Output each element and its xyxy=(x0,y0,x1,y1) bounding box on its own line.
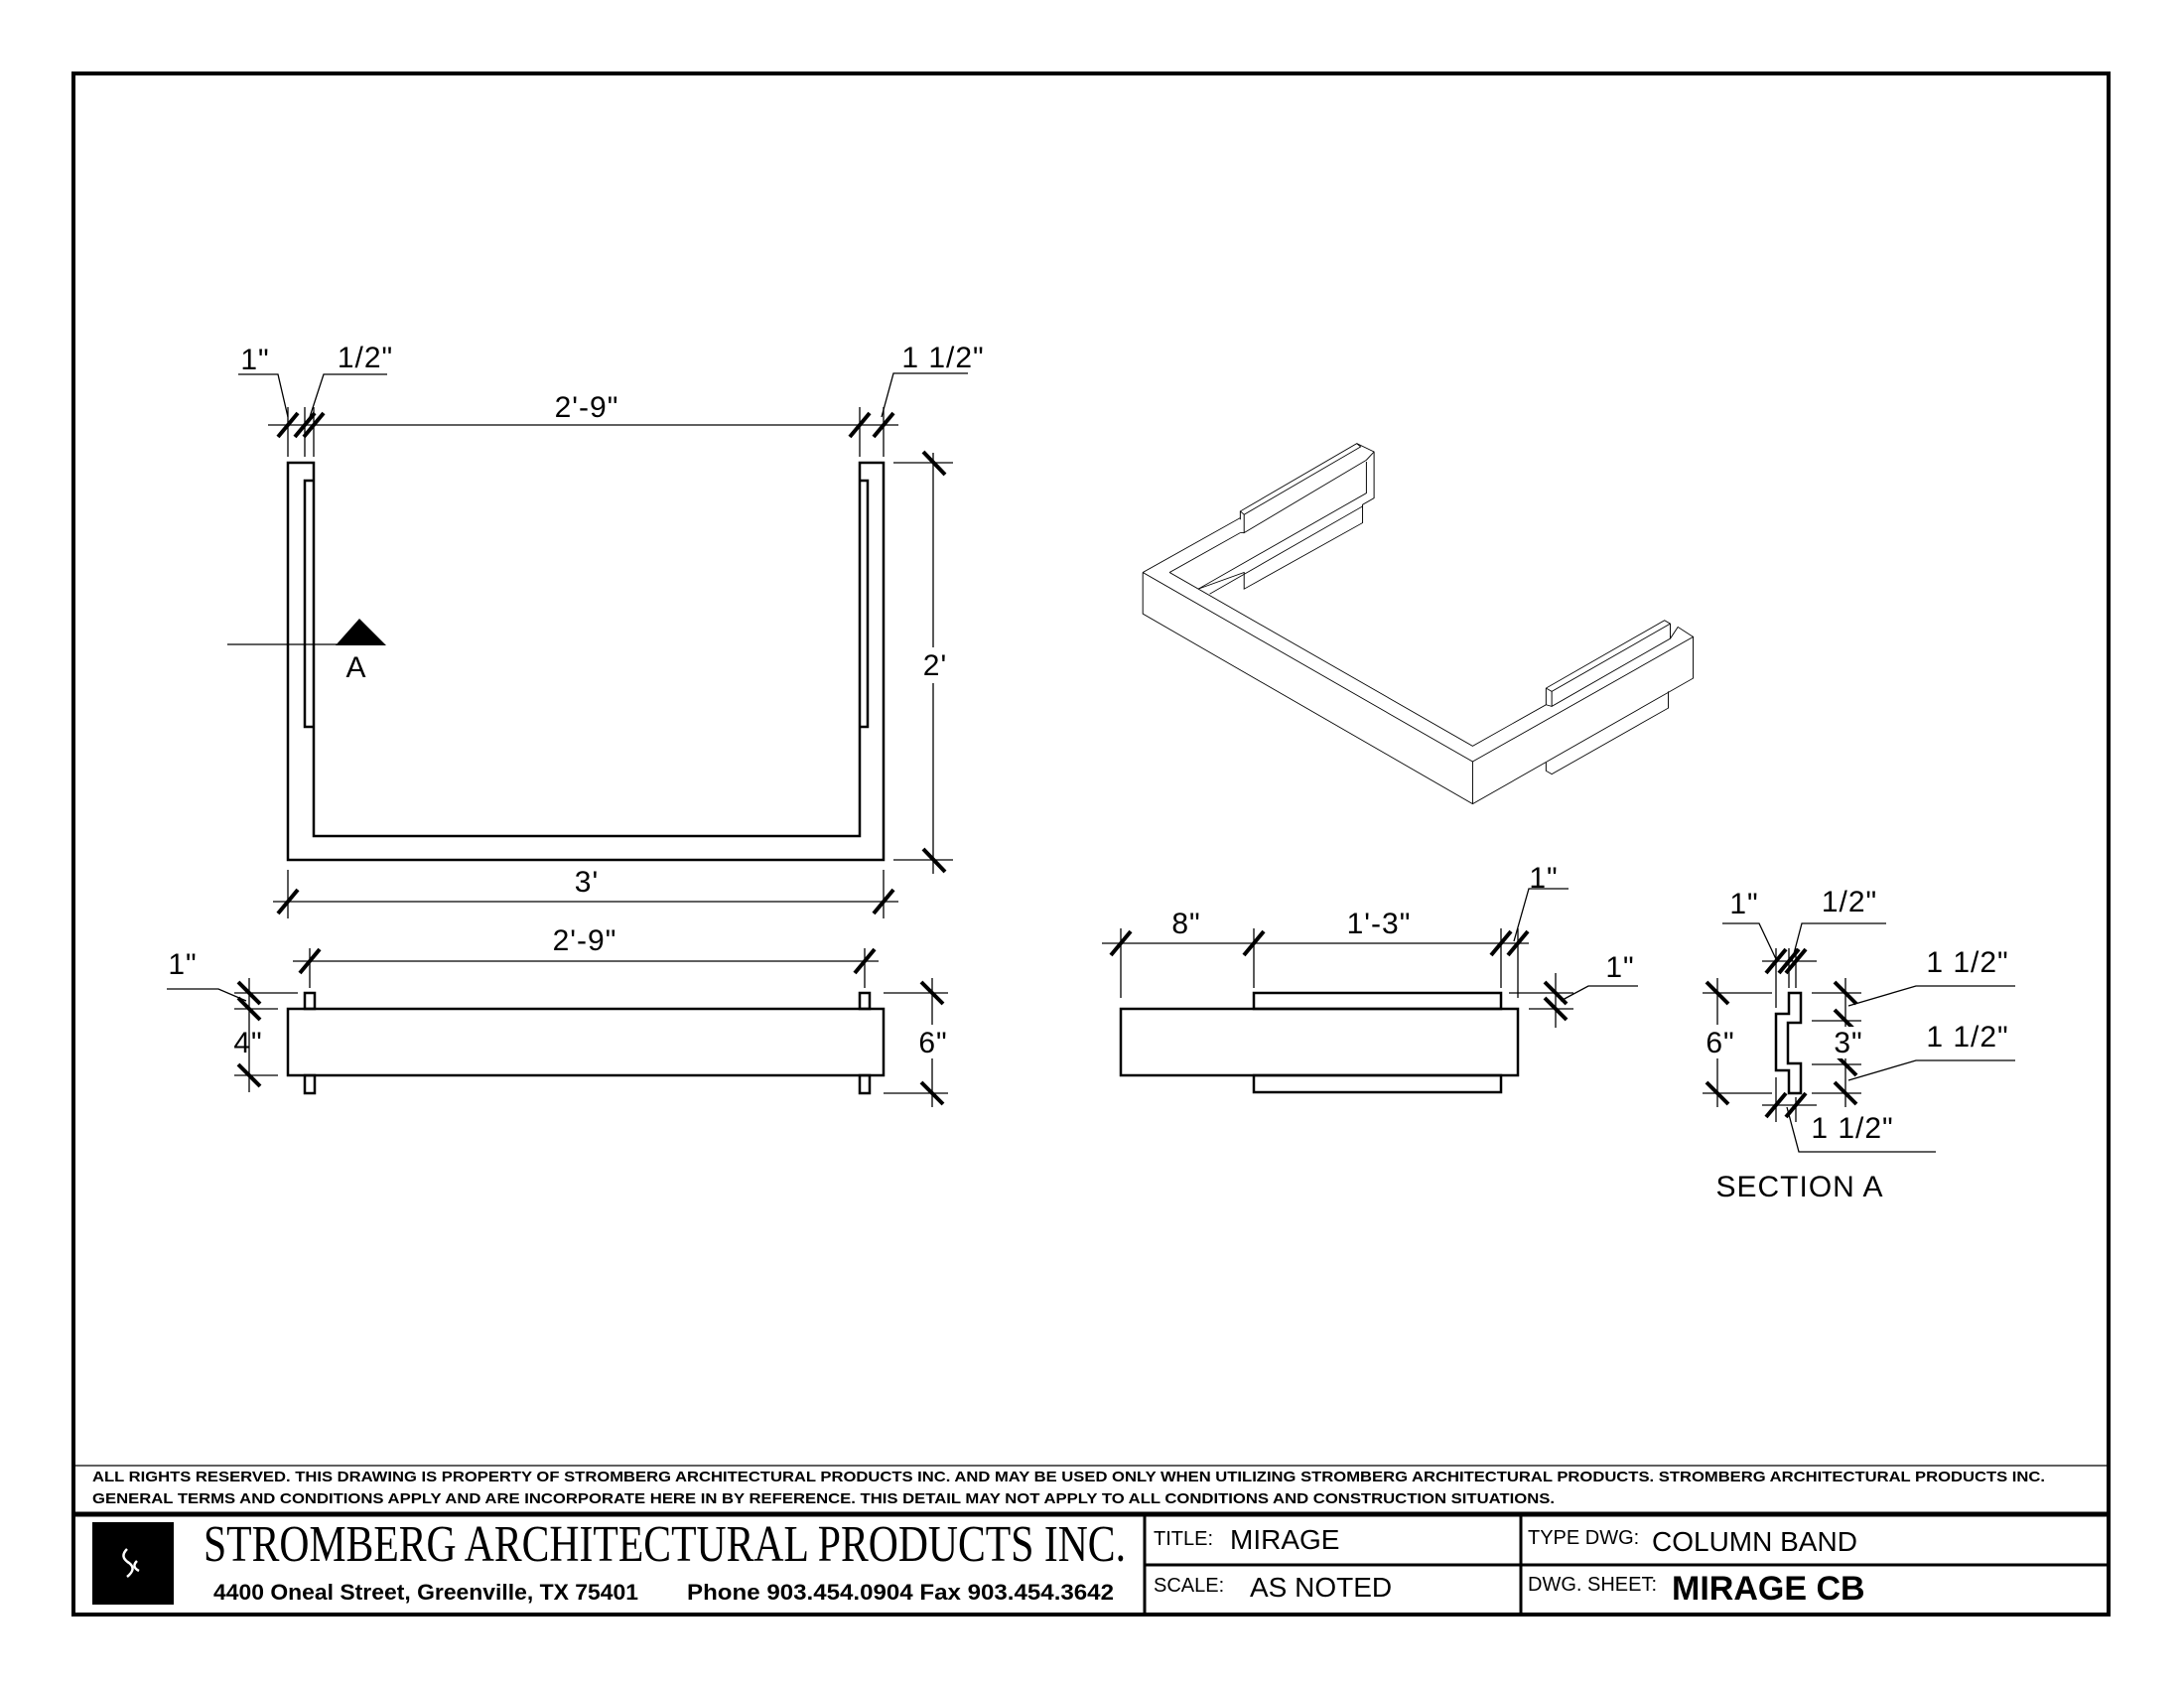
section-marker-triangle-icon xyxy=(336,619,386,645)
company-logo-icon xyxy=(92,1522,174,1605)
dim-label: 8" xyxy=(1171,908,1200,940)
company-name: STROMBERG ARCHITECTURAL PRODUCTS INC. xyxy=(204,1516,1126,1573)
section-marker-label: A xyxy=(345,651,366,684)
dim-label: 1" xyxy=(1605,951,1634,984)
dim-label: 1/2" xyxy=(338,342,393,374)
dim-label: 1" xyxy=(168,948,197,981)
dim-label: 6" xyxy=(918,1027,947,1059)
dim-label: 2'-9" xyxy=(555,391,619,424)
dim-label: 3' xyxy=(575,866,599,899)
dim-label: 1 1/2" xyxy=(901,342,984,374)
dim-label: 1" xyxy=(1729,888,1758,920)
notes-line-2: GENERAL TERMS AND CONDITIONS APPLY AND A… xyxy=(92,1490,1555,1507)
dwg-sheet-label: DWG. SHEET: xyxy=(1528,1574,1657,1596)
scale-value: AS NOTED xyxy=(1250,1572,1392,1603)
dim-label: 1 1/2" xyxy=(1926,946,2008,979)
dim-label: 1" xyxy=(240,344,269,376)
dwg-sheet-value: MIRAGE CB xyxy=(1672,1570,1865,1608)
dim-label: 3" xyxy=(1834,1027,1862,1059)
title-value: MIRAGE xyxy=(1230,1524,1339,1555)
dim-label: 2' xyxy=(923,649,947,682)
dim-label: 2'-9" xyxy=(553,924,617,957)
type-dwg-value: COLUMN BAND xyxy=(1652,1526,1857,1557)
plan-view: 1" 1/2" 1 1/2" 2'-9" 2' 3' A xyxy=(227,342,984,918)
company-phone-fax: Phone 903.454.0904 Fax 903.454.3642 xyxy=(687,1580,1114,1605)
notes-line-1: ALL RIGHTS RESERVED. THIS DRAWING IS PRO… xyxy=(92,1469,2045,1485)
front-elevation: 2'-9" 1" 4" 6" xyxy=(167,924,949,1107)
dim-label: 1 1/2" xyxy=(1811,1112,1893,1145)
section-caption: SECTION A xyxy=(1715,1171,1883,1203)
scale-label: SCALE: xyxy=(1154,1575,1224,1597)
isometric-view xyxy=(1142,443,1695,805)
dim-label: 1" xyxy=(1529,862,1558,895)
section-a: 1" 1/2" 6" 3" 1 1/2" 1 1/2" 1 1/2" SECTI… xyxy=(1703,886,2015,1203)
title-block: ALL RIGHTS RESERVED. THIS DRAWING IS PRO… xyxy=(73,1465,2109,1615)
company-address: 4400 Oneal Street, Greenville, TX 75401 xyxy=(213,1580,638,1605)
dim-label: 1'-3" xyxy=(1347,908,1412,940)
dim-label: 4" xyxy=(233,1027,262,1059)
sheet-border xyxy=(71,71,2111,1617)
type-dwg-label: TYPE DWG: xyxy=(1528,1527,1639,1549)
dim-label: 6" xyxy=(1706,1027,1734,1059)
dim-label: 1 1/2" xyxy=(1926,1021,2008,1054)
side-elevation: 8" 1'-3" 1" 1" xyxy=(1102,862,1638,1094)
dim-label: 1/2" xyxy=(1822,886,1877,918)
title-label: TITLE: xyxy=(1154,1528,1213,1550)
